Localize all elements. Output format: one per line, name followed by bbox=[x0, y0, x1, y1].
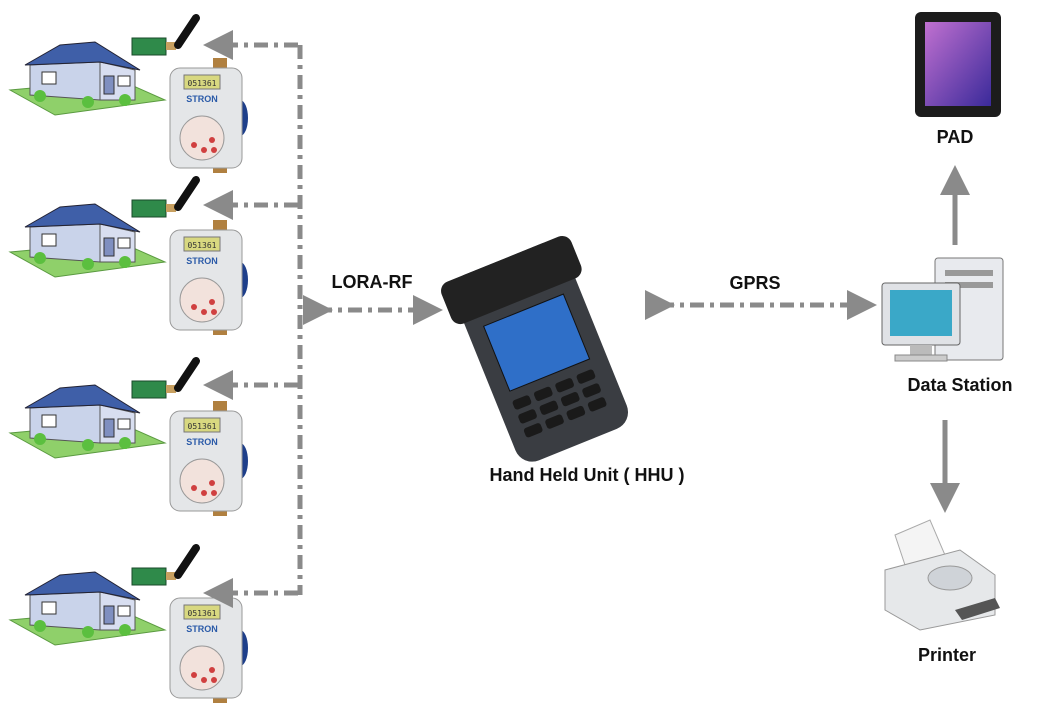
hhu-label: Hand Held Unit ( HHU ) bbox=[489, 465, 685, 485]
gprs-label: GPRS bbox=[729, 273, 781, 293]
meter-display: 051361 bbox=[188, 609, 217, 618]
meter-display: 051361 bbox=[188, 79, 217, 88]
lora-bus bbox=[203, 30, 877, 608]
hhu-device bbox=[441, 235, 629, 462]
meter-brand: STRON bbox=[186, 94, 218, 104]
meter-brand: STRON bbox=[186, 437, 218, 447]
printer-label: Printer bbox=[917, 645, 977, 665]
data-station-label: Data Station bbox=[907, 375, 1013, 395]
meter-site-4: 051361 STRON bbox=[10, 548, 248, 703]
meter-display: 051361 bbox=[188, 422, 217, 431]
meter-display: 051361 bbox=[188, 241, 217, 250]
meter-site-1: 051361 STRON bbox=[10, 18, 248, 173]
printer-device bbox=[884, 519, 1000, 631]
data-station-computer bbox=[881, 257, 1004, 362]
meter-site-3: 051361 STRON bbox=[10, 361, 248, 516]
meter-brand: STRON bbox=[186, 624, 218, 634]
pad-device bbox=[915, 12, 1001, 117]
meter-site-2: 051361 STRON bbox=[10, 180, 248, 335]
pad-label: PAD bbox=[936, 127, 974, 147]
meter-brand: STRON bbox=[186, 256, 218, 266]
lora-rf-label: LORA-RF bbox=[331, 272, 413, 292]
